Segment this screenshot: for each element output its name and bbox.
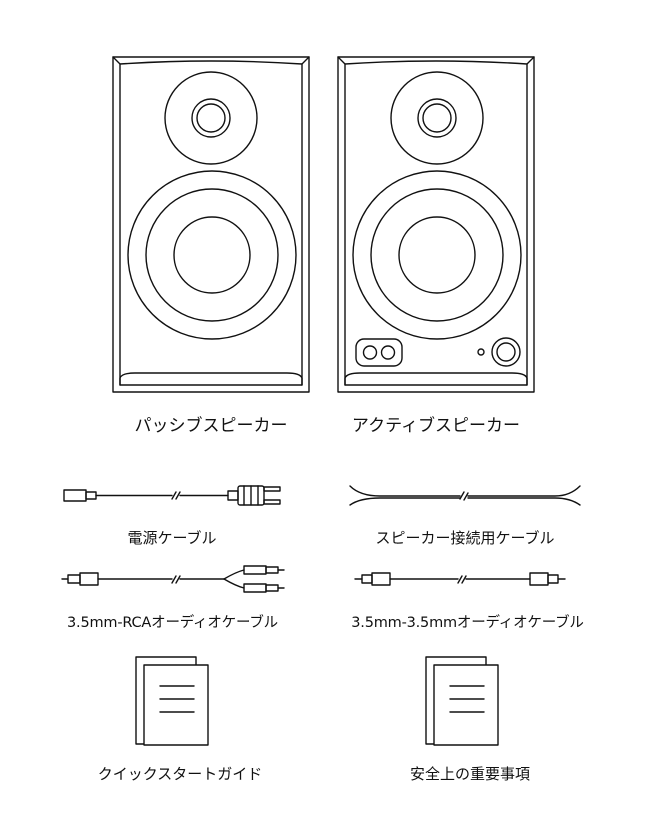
power-cable-icon [63,485,281,506]
aux-cable-label: 3.5mm-3.5mmオーディオケーブル [351,615,584,631]
active-speaker-label: アクティブスピーカー [351,416,521,436]
safety-info-icon [425,656,499,746]
speaker-cable-icon [349,485,581,506]
speaker-cable-label: スピーカー接続用ケーブル [375,529,555,547]
rca-cable-label: 3.5mm-RCAオーディオケーブル [67,615,278,631]
power-cable-label: 電源ケーブル [127,529,217,547]
quick-start-guide-icon [135,656,209,746]
rca-cable-icon [61,565,285,593]
safety-info-label: 安全上の重要事項 [409,765,530,783]
passive-speaker-icon [112,56,310,393]
aux-cable-icon [354,572,566,586]
quick-start-guide-label: クイックスタートガイド [97,765,263,783]
passive-speaker-label: パッシブスピーカー [134,416,288,436]
active-speaker-icon [337,56,535,393]
